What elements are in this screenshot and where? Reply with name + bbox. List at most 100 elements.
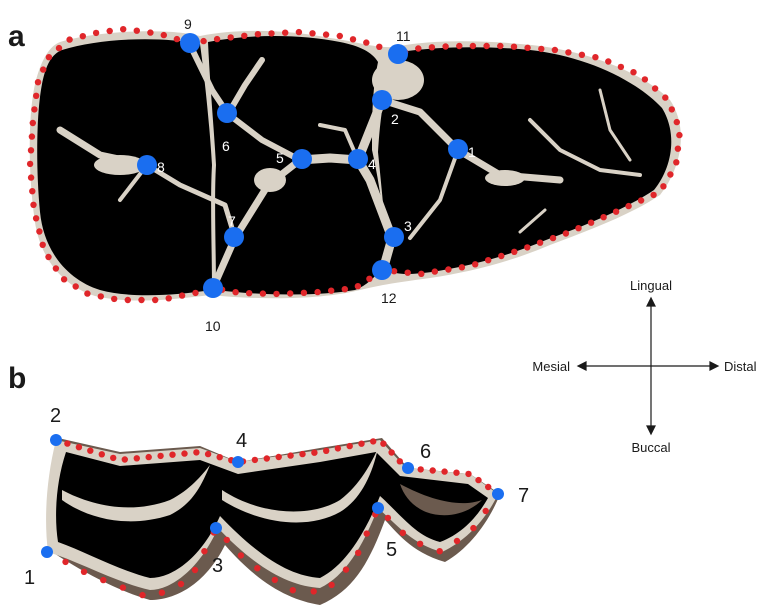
landmark-7-dot: [492, 488, 504, 500]
semilandmark-dot: [311, 588, 317, 594]
semilandmark-dot: [264, 455, 270, 461]
semilandmark-dot: [181, 450, 187, 456]
semilandmark-dot: [347, 443, 353, 449]
landmark-5-label: 5: [386, 539, 397, 561]
semilandmark-dot: [73, 283, 79, 289]
semilandmark-dot: [28, 174, 34, 180]
semilandmark-dot: [98, 293, 104, 299]
semilandmark-dot: [134, 455, 140, 461]
semilandmark-dot: [147, 29, 153, 35]
semilandmark-dot: [441, 468, 447, 474]
arrow-left-icon: [578, 362, 586, 370]
semilandmark-dot: [550, 235, 556, 241]
semilandmark-dot: [673, 159, 679, 165]
semilandmark-dot: [552, 47, 558, 53]
semilandmark-dot: [205, 451, 211, 457]
semilandmark-dot: [152, 297, 158, 303]
landmark-6-label: 6: [420, 441, 431, 463]
semilandmark-dot: [485, 484, 491, 490]
semilandmark-dot: [524, 45, 530, 51]
semilandmark-dot: [662, 94, 668, 100]
semilandmark-dot: [400, 530, 406, 536]
semilandmark-dot: [100, 577, 106, 583]
semilandmark-dot: [139, 592, 145, 598]
semilandmark-dot: [600, 214, 606, 220]
semilandmark-dot: [355, 550, 361, 556]
semilandmark-dot: [370, 438, 376, 444]
semilandmark-dot: [437, 548, 443, 554]
landmark-10-label: 10: [205, 318, 221, 334]
semilandmark-dot: [192, 567, 198, 573]
semilandmark-dot: [260, 290, 266, 296]
semilandmark-dot: [380, 441, 386, 447]
semilandmark-dot: [472, 261, 478, 267]
semilandmark-dot: [161, 32, 167, 38]
semilandmark-dot: [475, 477, 481, 483]
semilandmark-dot: [364, 530, 370, 536]
semilandmark-dot: [252, 457, 258, 463]
semilandmark-dot: [470, 525, 476, 531]
semilandmark-dot: [192, 290, 198, 296]
semilandmark-dot: [660, 183, 666, 189]
semilandmark-dot: [524, 244, 530, 250]
semilandmark-dot: [675, 146, 681, 152]
semilandmark-dot: [268, 30, 274, 36]
semilandmark-dot: [76, 444, 82, 450]
semilandmark-dot: [342, 286, 348, 292]
semilandmark-dot: [31, 106, 37, 112]
semilandmark-dot: [290, 587, 296, 593]
semilandmark-dot: [84, 290, 90, 296]
semilandmark-dot: [667, 171, 673, 177]
semilandmark-dot: [40, 66, 46, 72]
semilandmark-dot: [246, 290, 252, 296]
landmark-4-label: 4: [236, 430, 247, 452]
landmark-2-dot: [50, 434, 62, 446]
semilandmark-dot: [418, 466, 424, 472]
semilandmark-dot: [299, 451, 305, 457]
semilandmark-dot: [228, 34, 234, 40]
semilandmark-dot: [456, 43, 462, 49]
semilandmark-dot: [418, 271, 424, 277]
semilandmark-dot: [272, 577, 278, 583]
semilandmark-dot: [46, 54, 52, 60]
compass-label-buccal: Buccal: [631, 440, 670, 455]
semilandmark-dot: [93, 30, 99, 36]
semilandmark-dot: [385, 515, 391, 521]
landmark-7-dot: [224, 227, 244, 247]
landmark-3-dot: [210, 522, 222, 534]
semilandmark-dot: [432, 268, 438, 274]
semilandmark-dot: [483, 43, 489, 49]
semilandmark-dot: [107, 28, 113, 34]
arrow-right-icon: [710, 362, 718, 370]
semilandmark-dot: [511, 249, 517, 255]
semilandmark-dot: [255, 31, 261, 37]
landmark-8-label: 8: [157, 159, 165, 175]
landmark-1-label: 1: [24, 567, 35, 589]
semilandmark-dot: [301, 290, 307, 296]
semilandmark-dot: [429, 44, 435, 50]
semilandmark-dot: [405, 270, 411, 276]
semilandmark-dot: [442, 43, 448, 49]
landmark-11-dot: [388, 44, 408, 64]
semilandmark-dot: [61, 276, 67, 282]
landmark-5-dot: [372, 502, 384, 514]
semilandmark-dot: [287, 452, 293, 458]
semilandmark-dot: [454, 538, 460, 544]
semilandmark-dot: [27, 161, 33, 167]
semilandmark-dot: [366, 276, 372, 282]
semilandmark-dot: [159, 590, 165, 596]
semilandmark-dot: [241, 33, 247, 39]
semilandmark-dot: [328, 582, 334, 588]
semilandmark-dot: [134, 28, 140, 34]
semilandmark-dot: [287, 290, 293, 296]
semilandmark-dot: [314, 289, 320, 295]
semilandmark-dot: [99, 451, 105, 457]
landmark-12-dot: [372, 260, 392, 280]
semilandmark-dot: [363, 39, 369, 45]
semilandmark-dot: [66, 36, 72, 42]
panel-b: b 1234567: [8, 362, 529, 605]
semilandmark-dot: [638, 197, 644, 203]
semilandmark-dot: [179, 292, 185, 298]
semilandmark-dot: [618, 64, 624, 70]
